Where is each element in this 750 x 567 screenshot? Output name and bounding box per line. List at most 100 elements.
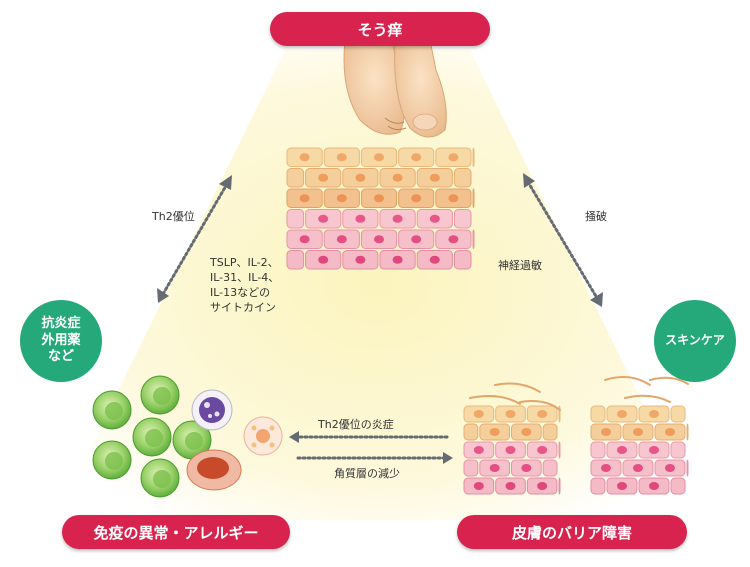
damaged-cell [542,459,558,477]
itch-pill: そう痒 [270,12,490,46]
skin-cell [286,250,305,270]
skin-cell-nucleus [374,235,384,244]
skin-cell [286,209,305,229]
damaged-cell-nucleus [537,410,548,418]
damaged-cell [686,423,689,441]
skin-cell-nucleus [318,255,329,264]
skin-cell-nucleus [336,153,347,162]
damaged-cell-nucleus [617,410,627,418]
skin-cell-nucleus [392,214,403,223]
damaged-cell-nucleus [537,482,548,490]
skin-cell-nucleus [448,153,459,162]
damaged-cell-nucleus [617,482,627,490]
flaking-hairs [469,375,689,411]
skin-cell-nucleus [374,194,384,203]
damaged-cell-nucleus [505,446,516,454]
skin-cell [453,209,472,229]
damaged-cell-nucleus [649,482,659,490]
damaged-cell-nucleus [633,428,643,436]
damaged-cell [542,423,558,441]
skin-cell-nucleus [429,214,440,223]
damaged-cell-nucleus [649,410,659,418]
damaged-cell [670,477,686,495]
damaged-cell-nucleus [473,410,484,418]
stratum-decrease-label: 角質層の減少 [334,467,400,480]
skin-cell-nucleus [336,194,347,203]
skin-cell-nucleus [336,235,347,244]
lymphocyte-nucleus [145,429,163,447]
cytokine-line-1: TSLP、IL-2、 [210,256,279,269]
skin-cell [453,168,472,188]
arrow-heads [157,173,603,464]
skin-cell [472,229,475,249]
cytokine-line-2: IL-31、IL-4、 [210,270,280,284]
th2-inflammation-label: Th2優位の炎症 [318,418,394,431]
damaged-cell [463,459,479,477]
scratching-label: 掻破 [585,210,607,223]
arrow-itch-barrier [526,180,599,300]
damaged-cell-nucleus [665,428,675,436]
skin-cell-nucleus [448,235,459,244]
damaged-cell [590,477,606,495]
skin-cell-nucleus [355,214,366,223]
treatment-line-2: 外用薬 [41,332,81,348]
nerve-label: 神経過敏 [498,259,542,272]
damaged-cell [686,459,689,477]
scratching-finger-icon [343,39,447,138]
skin-cell-nucleus [355,173,366,182]
skin-cell-nucleus [448,194,459,203]
skin-cell [472,188,475,208]
damaged-cell-nucleus [537,446,548,454]
damaged-cell [670,405,686,423]
skin-cell [286,168,305,188]
treatment-line-1: 抗炎症 [41,315,81,331]
skin-cells-center [286,147,475,270]
treatment-badge: 抗炎症 外用薬 など [20,300,102,382]
skincare-badge: スキンケア [654,300,736,382]
arrow-itch-immune [161,182,229,296]
relation-arrows [161,180,599,460]
skin-cell [453,250,472,270]
skin-cell-nucleus [429,255,440,264]
damaged-cell-nucleus [521,428,532,436]
damaged-cell [558,441,561,459]
damaged-cell-nucleus [649,446,659,454]
skin-cell-nucleus [411,153,422,162]
immune-cells-icon [92,375,283,498]
damaged-cell-nucleus [617,446,627,454]
skin-cell-nucleus [392,173,403,182]
damaged-cell-nucleus [489,464,500,472]
damaged-cell [670,441,686,459]
lymphocyte-nucleus [185,432,203,450]
damaged-cell-nucleus [633,464,643,472]
skin-cell-nucleus [318,173,329,182]
skin-cell-nucleus [355,255,366,264]
damaged-cell [590,405,606,423]
barrier-pill: 皮膚のバリア障害 [457,515,687,549]
skin-cell-nucleus [299,153,310,162]
damaged-cell-nucleus [473,482,484,490]
damaged-cell-nucleus [505,410,516,418]
damaged-cell-nucleus [665,464,675,472]
skin-cell-nucleus [429,173,440,182]
damaged-cell-nucleus [521,464,532,472]
lymphocyte-nucleus [153,387,171,405]
skincare-label: スキンケア [665,333,725,348]
skin-cell-nucleus [299,194,310,203]
damaged-cell [463,423,479,441]
lymphocyte-nucleus [105,402,123,420]
lymphocyte-nucleus [153,470,171,488]
damaged-cell-nucleus [601,428,611,436]
damaged-cell-nucleus [489,428,500,436]
cytokine-label: TSLP、IL-2、 IL-31、IL-4、 IL-13などの サイトカイン [210,256,279,315]
skin-cell-nucleus [318,214,329,223]
damaged-cell-nucleus [473,446,484,454]
skin-cells-damaged [463,405,689,495]
skin-cell-nucleus [299,235,310,244]
skin-cell-nucleus [374,153,384,162]
damaged-cell-nucleus [505,482,516,490]
lymphocyte-nucleus [105,452,123,470]
cytokine-line-4: サイトカイン [210,300,276,314]
th2-dominance-label: Th2優位 [152,210,195,223]
